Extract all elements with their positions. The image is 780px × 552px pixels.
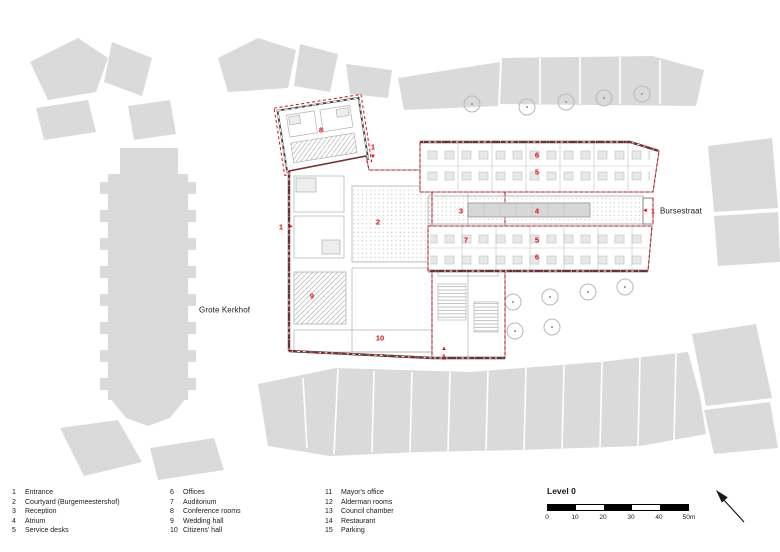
street-label-grote-kerkhof: Grote Kerkhof bbox=[199, 305, 251, 315]
legend-label: Auditorium bbox=[183, 498, 217, 506]
block-central-atrium bbox=[427, 195, 654, 225]
stair bbox=[437, 283, 467, 321]
block-left-mass bbox=[287, 155, 435, 360]
legend-label: Reception bbox=[25, 508, 57, 516]
room-label-service-lower: 5 bbox=[534, 235, 540, 245]
scale-ticks: 0 10 20 30 40 50m bbox=[545, 514, 696, 521]
tree-icon bbox=[541, 288, 559, 306]
legend-label: Council chamber bbox=[341, 508, 394, 516]
legend-label: Parking bbox=[341, 527, 365, 535]
tree-icon bbox=[506, 322, 524, 340]
room-label-courtyard: 2 bbox=[375, 217, 381, 227]
scale-block: Level 0 0 10 20 30 40 50m bbox=[545, 486, 697, 524]
legend-label: Mayor's office bbox=[341, 489, 384, 496]
room-label-service-upper: 5 bbox=[534, 167, 540, 177]
tree-icon bbox=[616, 278, 634, 296]
room-label-atrium: 4 bbox=[534, 206, 540, 216]
legend-label: Citizens' hall bbox=[183, 527, 223, 535]
city-hall-building bbox=[273, 93, 660, 360]
block-conference bbox=[273, 93, 373, 176]
entrance-arrow-up-icon: ▲ bbox=[441, 346, 447, 352]
church-building bbox=[100, 148, 196, 426]
tree-icon bbox=[518, 98, 536, 116]
block-upper-wing bbox=[419, 140, 660, 193]
tree-icon bbox=[543, 318, 561, 336]
room-label-auditorium: 7 bbox=[463, 235, 469, 245]
legend-label: Courtyard (Burgemeestershof) bbox=[25, 498, 120, 506]
tree-icon bbox=[557, 93, 575, 111]
room-label-entrance-left: 1 bbox=[278, 222, 284, 232]
legend-label: Offices bbox=[183, 489, 205, 496]
courtyard-area bbox=[351, 185, 435, 263]
wedding-hall-area bbox=[293, 271, 347, 325]
legend-label: Service desks bbox=[25, 527, 69, 535]
context-buildings bbox=[30, 38, 780, 480]
room-label-offices-upper: 6 bbox=[534, 150, 540, 160]
tree-icon bbox=[504, 293, 522, 311]
north-arrow-icon bbox=[716, 490, 745, 523]
tree-icon bbox=[633, 85, 651, 103]
level-title: Level 0 bbox=[547, 486, 576, 496]
street-label-bursestraat: Bursestraat bbox=[660, 206, 703, 216]
entrance-arrow-left-icon: ◄ bbox=[642, 208, 648, 214]
tree-icon bbox=[579, 283, 597, 301]
legend-label: Entrance bbox=[25, 489, 54, 496]
room-label-reception: 3 bbox=[458, 206, 464, 216]
room-label-wedding: 9 bbox=[309, 291, 315, 301]
entrance-arrow-down-icon: ▼ bbox=[370, 154, 376, 160]
room-label-entrance-top: 1 bbox=[370, 142, 376, 152]
legend-label: Restaurant bbox=[341, 517, 376, 525]
trees bbox=[463, 85, 651, 340]
entrance-arrow-right-icon: ► bbox=[288, 224, 294, 230]
tree-icon bbox=[463, 95, 481, 113]
tree-icon bbox=[595, 89, 613, 107]
block-lower-wing bbox=[427, 225, 653, 273]
scale-bar bbox=[547, 504, 689, 511]
room-label-citizens: 10 bbox=[375, 333, 385, 343]
legend-label: Conference rooms bbox=[183, 508, 241, 516]
legend-label: Wedding hall bbox=[183, 517, 224, 525]
legend-label: Alderman rooms bbox=[341, 498, 393, 506]
room-label-offices-lower: 6 bbox=[534, 252, 540, 262]
legend-label: Atrium bbox=[25, 517, 46, 525]
stair bbox=[473, 301, 499, 333]
room-label-conference: 8 bbox=[318, 125, 324, 135]
room-label-entrance-bottom: 1 bbox=[441, 352, 447, 362]
room-label-entrance-right: 1 bbox=[650, 206, 656, 216]
